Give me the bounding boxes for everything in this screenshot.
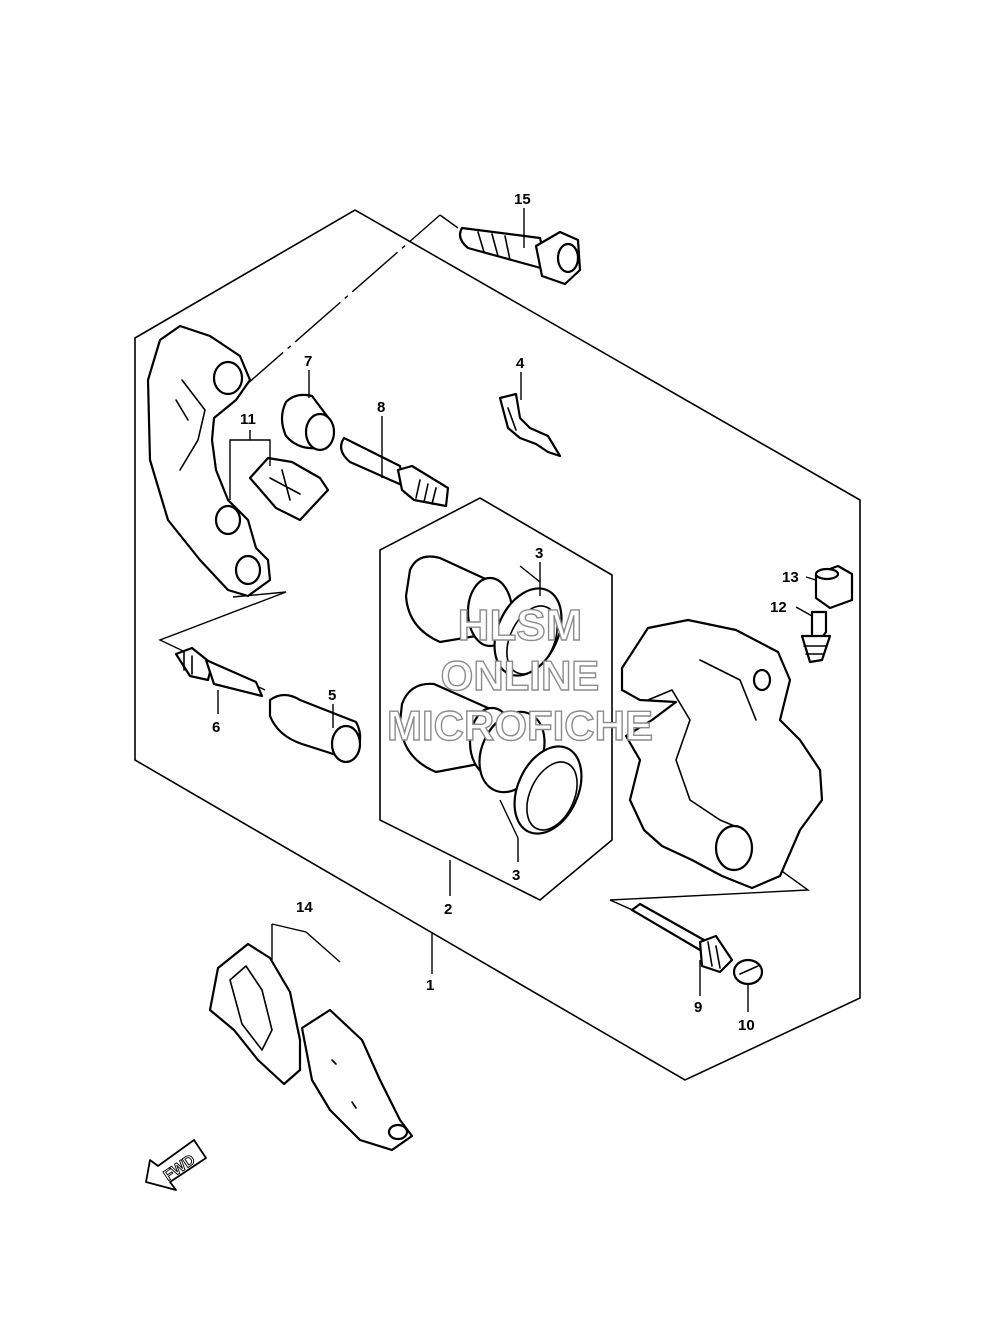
leader-lines [217,208,817,1012]
caliper-body[interactable] [620,618,824,890]
callout-12: 12 [770,599,787,616]
boot-5[interactable] [268,693,362,764]
callout-3-lower: 3 [512,867,520,884]
callout-5: 5 [328,687,336,704]
watermark: HLSM ONLINE MICROFICHE [386,600,653,749]
callout-10: 10 [738,1017,755,1034]
callout-7: 7 [304,353,312,370]
callout-15: 15 [514,191,531,208]
callout-4: 4 [516,355,525,372]
clip-11[interactable] [248,456,330,522]
slide-pin-8[interactable] [339,436,450,508]
piston-upper[interactable] [404,555,514,648]
callout-14: 14 [296,899,313,916]
callout-11: 11 [240,411,256,428]
callout-3-upper: 3 [535,545,543,562]
callout-8: 8 [377,399,385,416]
plug-10[interactable] [732,958,764,986]
assembly-frame-caliper [134,209,861,1081]
callout-9: 9 [694,999,702,1016]
connector-bolt-bracket [237,214,441,393]
bleeder-cap-13[interactable] [814,564,854,610]
assembly-frame-piston-set [379,497,613,901]
callout-2: 2 [444,901,452,918]
watermark-line-1: HLSM [458,601,583,650]
bolt-15[interactable] [458,226,582,286]
caliper-bracket[interactable] [146,324,272,598]
forward-direction-arrow: FWD [145,1139,207,1191]
boot-7[interactable] [280,393,336,452]
watermark-line-3: MICROFICHE [387,702,653,749]
callout-1: 1 [426,977,434,994]
callout-13: 13 [782,569,799,586]
brake-pad-set-14[interactable] [208,942,414,1152]
slide-pin-9[interactable] [630,902,734,974]
pad-spring-4[interactable] [498,392,562,458]
piston-seal-lower[interactable] [467,701,595,844]
bleeder-valve-12[interactable] [800,610,832,664]
watermark-line-2: ONLINE [441,652,600,699]
pin-6[interactable] [174,646,264,698]
piston-seal-upper[interactable] [481,578,574,687]
callout-6: 6 [212,719,220,736]
